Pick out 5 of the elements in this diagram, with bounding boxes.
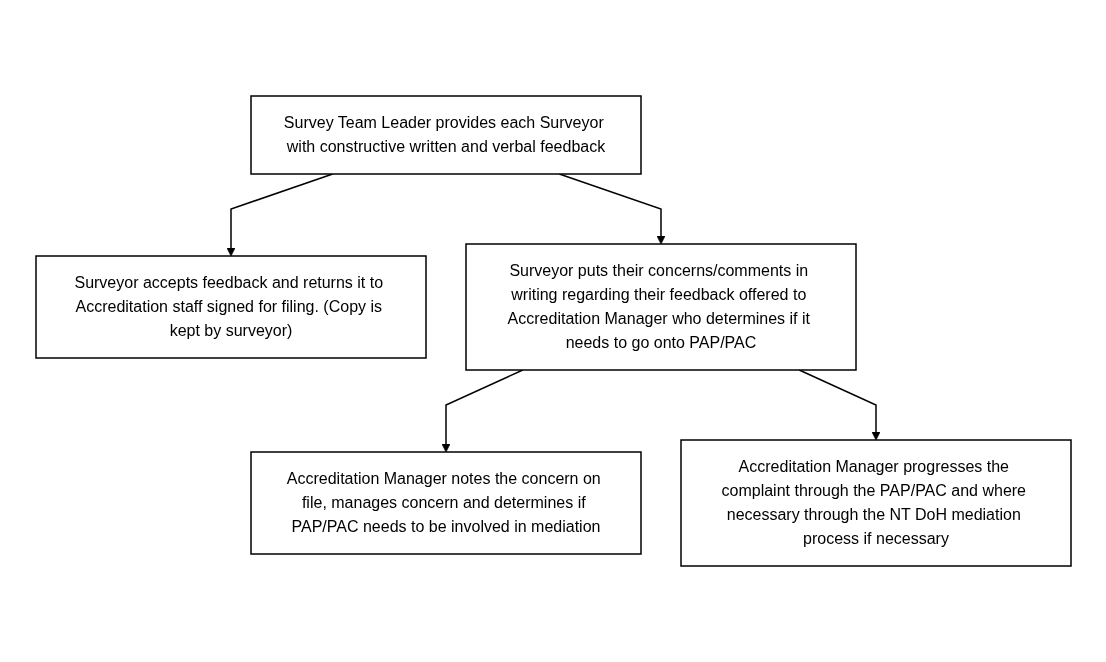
node-box: Survey Team Leader provides each Surveyor with constructive written and verbal feedback [249,95,642,175]
node-box: Surveyor puts their concerns/comments in writing regarding their feedback offered to Accreditation Manager who determines if it needs to go onto PAP/PAC [464,243,857,371]
node-box: Surveyor accepts feedback and returns it to Accreditation staff signed for filing. (Copy is kept by surveyor) [34,255,427,359]
node-box: Accreditation Manager notes the concern on file, manages concern and determines if PAP/PAC needs to be involved in mediation [249,451,642,555]
node-box: Accreditation Manager progresses the complaint through the PAP/PAC and where necessary through the NT DoH mediation process if necessary [679,439,1072,567]
